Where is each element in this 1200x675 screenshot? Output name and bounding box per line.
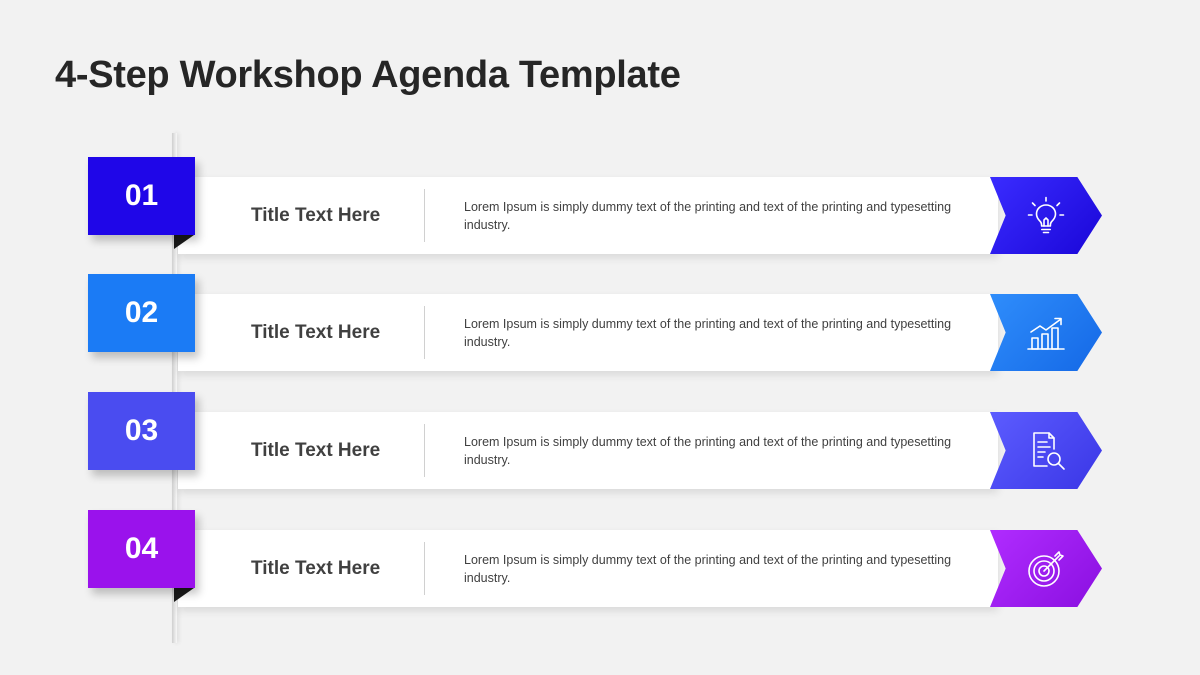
step-card: Title Text Here Lorem Ipsum is simply du… <box>178 412 998 489</box>
step-title: Title Text Here <box>251 322 381 343</box>
step-description: Lorem Ipsum is simply dummy text of the … <box>464 435 952 467</box>
step-title: Title Text Here <box>251 558 381 579</box>
divider <box>424 424 425 477</box>
lightbulb-icon <box>1024 194 1068 238</box>
growth-chart-icon <box>1024 311 1068 355</box>
step-title: Title Text Here <box>251 440 381 461</box>
divider <box>424 189 425 242</box>
step-description: Lorem Ipsum is simply dummy text of the … <box>464 553 952 585</box>
target-icon <box>1024 547 1068 591</box>
arrow-head <box>990 177 1102 254</box>
step-title: Title Text Here <box>251 205 381 226</box>
step-description: Lorem Ipsum is simply dummy text of the … <box>464 200 952 232</box>
step-1: 01 Title Text Here Lorem Ipsum is simply… <box>0 157 1200 255</box>
badge-fold <box>174 588 194 602</box>
step-description: Lorem Ipsum is simply dummy text of the … <box>464 317 952 349</box>
arrow-head <box>990 530 1102 607</box>
page-title: 4-Step Workshop Agenda Template <box>55 54 681 96</box>
step-number-badge: 04 <box>88 510 195 588</box>
step-card: Title Text Here Lorem Ipsum is simply du… <box>178 294 998 371</box>
step-number-badge: 01 <box>88 157 195 235</box>
step-3: 03 Title Text Here Lorem Ipsum is simply… <box>0 392 1200 490</box>
divider <box>424 542 425 595</box>
badge-fold <box>174 235 194 249</box>
divider <box>424 306 425 359</box>
step-number-badge: 02 <box>88 274 195 352</box>
step-card: Title Text Here Lorem Ipsum is simply du… <box>178 530 998 607</box>
timeline-line <box>172 133 177 643</box>
step-number-badge: 03 <box>88 392 195 470</box>
step-2: 02 Title Text Here Lorem Ipsum is simply… <box>0 274 1200 372</box>
step-4: 04 Title Text Here Lorem Ipsum is simply… <box>0 510 1200 608</box>
arrow-head <box>990 412 1102 489</box>
arrow-head <box>990 294 1102 371</box>
step-card: Title Text Here Lorem Ipsum is simply du… <box>178 177 998 254</box>
document-search-icon <box>1024 429 1068 473</box>
